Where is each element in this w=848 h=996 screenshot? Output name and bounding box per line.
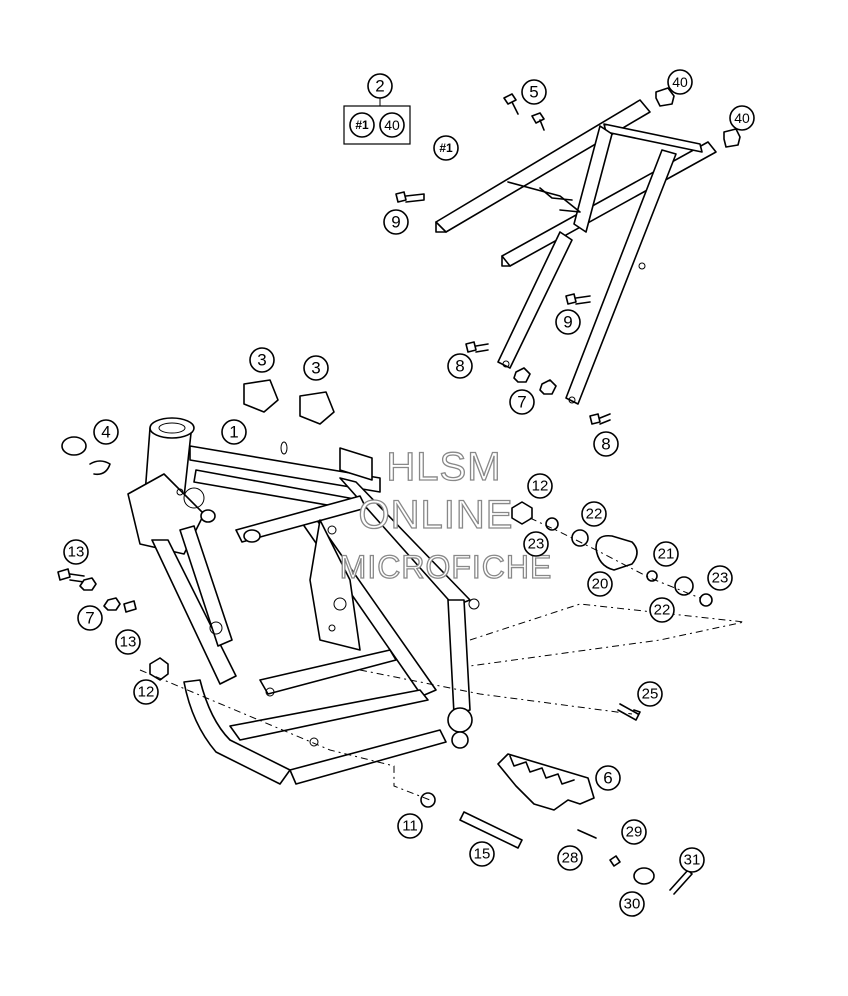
callout-9a[interactable]: 9 bbox=[383, 209, 409, 235]
callout-6[interactable]: 6 bbox=[595, 765, 621, 791]
callout-5[interactable]: 5 bbox=[521, 79, 547, 105]
callout-15[interactable]: 15 bbox=[469, 841, 495, 867]
subframe-drawing bbox=[435, 99, 717, 405]
svg-text:25: 25 bbox=[642, 686, 659, 703]
svg-text:31: 31 bbox=[684, 852, 701, 869]
callout-40b[interactable]: 40 bbox=[729, 105, 755, 131]
callout-8a[interactable]: 8 bbox=[447, 353, 473, 379]
svg-text:7: 7 bbox=[85, 609, 94, 628]
callout-22a[interactable]: 22 bbox=[581, 501, 607, 527]
callout-7a[interactable]: 7 bbox=[509, 389, 535, 415]
svg-text:40: 40 bbox=[384, 117, 400, 133]
svg-text:2: 2 bbox=[375, 77, 384, 96]
callout-4[interactable]: 4 bbox=[93, 419, 119, 445]
svg-text:#1: #1 bbox=[355, 118, 369, 132]
callout-set-40[interactable]: 40 bbox=[379, 112, 405, 138]
svg-text:3: 3 bbox=[257, 351, 266, 370]
svg-text:5: 5 bbox=[529, 83, 538, 102]
callout-29[interactable]: 29 bbox=[621, 819, 647, 845]
callout-40a[interactable]: 40 bbox=[667, 69, 693, 95]
footpeg-drawing bbox=[420, 753, 693, 895]
watermark-line1: HLSM bbox=[386, 445, 501, 489]
main-frame-drawing bbox=[127, 417, 480, 785]
callouts: 1 3 3 4 5 40 40 #1 9 9 8 8 7 7 12 12 22 … bbox=[63, 69, 755, 917]
callout-2[interactable]: 2 bbox=[367, 73, 393, 99]
callout-12a[interactable]: 12 bbox=[527, 473, 553, 499]
callout-subframe[interactable]: #1 bbox=[433, 135, 459, 161]
watermark-line3: MICROFICHE bbox=[340, 549, 553, 585]
svg-text:13: 13 bbox=[120, 634, 137, 651]
svg-text:22: 22 bbox=[654, 602, 671, 619]
callout-9b[interactable]: 9 bbox=[555, 309, 581, 335]
misc-parts-drawing bbox=[61, 379, 335, 476]
svg-text:1: 1 bbox=[229, 423, 238, 442]
svg-text:8: 8 bbox=[455, 357, 464, 376]
svg-text:29: 29 bbox=[626, 824, 643, 841]
svg-text:12: 12 bbox=[138, 684, 155, 701]
svg-text:13: 13 bbox=[68, 544, 85, 561]
svg-text:7: 7 bbox=[517, 393, 526, 412]
callout-22b[interactable]: 22 bbox=[649, 597, 675, 623]
svg-text:#1: #1 bbox=[439, 141, 453, 155]
callout-31[interactable]: 31 bbox=[679, 847, 705, 873]
assembly-lines bbox=[139, 517, 745, 801]
svg-text:8: 8 bbox=[601, 435, 610, 454]
callout-8b[interactable]: 8 bbox=[593, 431, 619, 457]
svg-text:40: 40 bbox=[734, 110, 750, 126]
svg-text:3: 3 bbox=[311, 359, 320, 378]
svg-text:23: 23 bbox=[712, 570, 729, 587]
svg-text:6: 6 bbox=[603, 769, 612, 788]
fastener-drawings bbox=[395, 87, 741, 425]
callout-11[interactable]: 11 bbox=[397, 813, 423, 839]
svg-text:22: 22 bbox=[586, 506, 603, 523]
callout-12b[interactable]: 12 bbox=[133, 679, 159, 705]
svg-text:23: 23 bbox=[528, 536, 545, 553]
callout-25[interactable]: 25 bbox=[637, 681, 663, 707]
parts-set-box: 2 #1 40 bbox=[343, 73, 411, 145]
callout-30[interactable]: 30 bbox=[619, 891, 645, 917]
svg-text:15: 15 bbox=[474, 846, 491, 863]
svg-text:9: 9 bbox=[563, 313, 572, 332]
svg-text:9: 9 bbox=[391, 213, 400, 232]
callout-3b[interactable]: 3 bbox=[303, 355, 329, 381]
svg-text:40: 40 bbox=[672, 74, 688, 90]
svg-text:20: 20 bbox=[592, 576, 609, 593]
callout-23b[interactable]: 23 bbox=[707, 565, 733, 591]
callout-13a[interactable]: 13 bbox=[63, 539, 89, 565]
callout-3a[interactable]: 3 bbox=[249, 347, 275, 373]
callout-13b[interactable]: 13 bbox=[115, 629, 141, 655]
svg-text:11: 11 bbox=[402, 818, 418, 835]
watermark: HLSM ONLINE MICROFICHE bbox=[339, 444, 553, 585]
svg-text:4: 4 bbox=[101, 423, 110, 442]
callout-21[interactable]: 21 bbox=[653, 541, 679, 567]
callout-28[interactable]: 28 bbox=[557, 845, 583, 871]
callout-23a[interactable]: 23 bbox=[523, 531, 549, 557]
svg-text:30: 30 bbox=[624, 896, 641, 913]
svg-text:21: 21 bbox=[658, 546, 675, 563]
callout-set-subframe[interactable]: #1 bbox=[349, 112, 375, 138]
svg-text:12: 12 bbox=[532, 478, 549, 495]
callout-7b[interactable]: 7 bbox=[77, 605, 103, 631]
callout-1[interactable]: 1 bbox=[221, 419, 247, 445]
watermark-line2: ONLINE bbox=[359, 493, 514, 537]
callout-20[interactable]: 20 bbox=[587, 571, 613, 597]
svg-text:28: 28 bbox=[562, 850, 579, 867]
